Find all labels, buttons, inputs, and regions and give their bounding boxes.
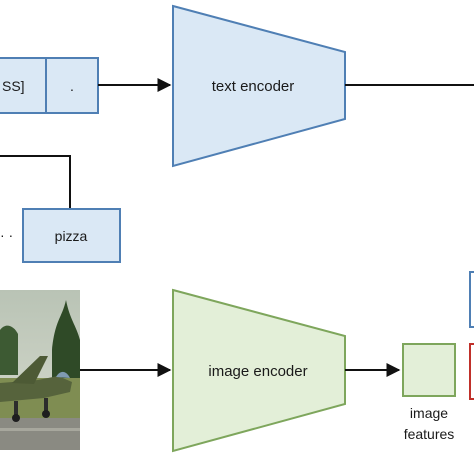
image-encoder-label: image encoder	[208, 363, 307, 380]
cls-token-label: SS]	[2, 78, 25, 94]
text-encoder-block: text encoder	[172, 4, 346, 168]
period-token-label: .	[70, 78, 74, 94]
text-encoder-label: text encoder	[212, 78, 295, 95]
right-blue-box	[469, 271, 474, 328]
pizza-token-label: pizza	[55, 228, 88, 244]
right-red-box	[469, 343, 474, 400]
airplane-photo	[0, 290, 80, 450]
image-features-box	[402, 343, 456, 397]
pizza-token-box: pizza	[22, 208, 121, 263]
word-connector-line	[0, 155, 71, 209]
image-features-label-line1: image	[410, 405, 448, 421]
word-ellipsis: · ·	[0, 227, 13, 243]
image-features-label-line2: features	[404, 426, 455, 442]
period-token-box: .	[45, 57, 99, 114]
image-encoder-block: image encoder	[172, 288, 346, 453]
cls-token-box: SS]	[0, 57, 47, 114]
